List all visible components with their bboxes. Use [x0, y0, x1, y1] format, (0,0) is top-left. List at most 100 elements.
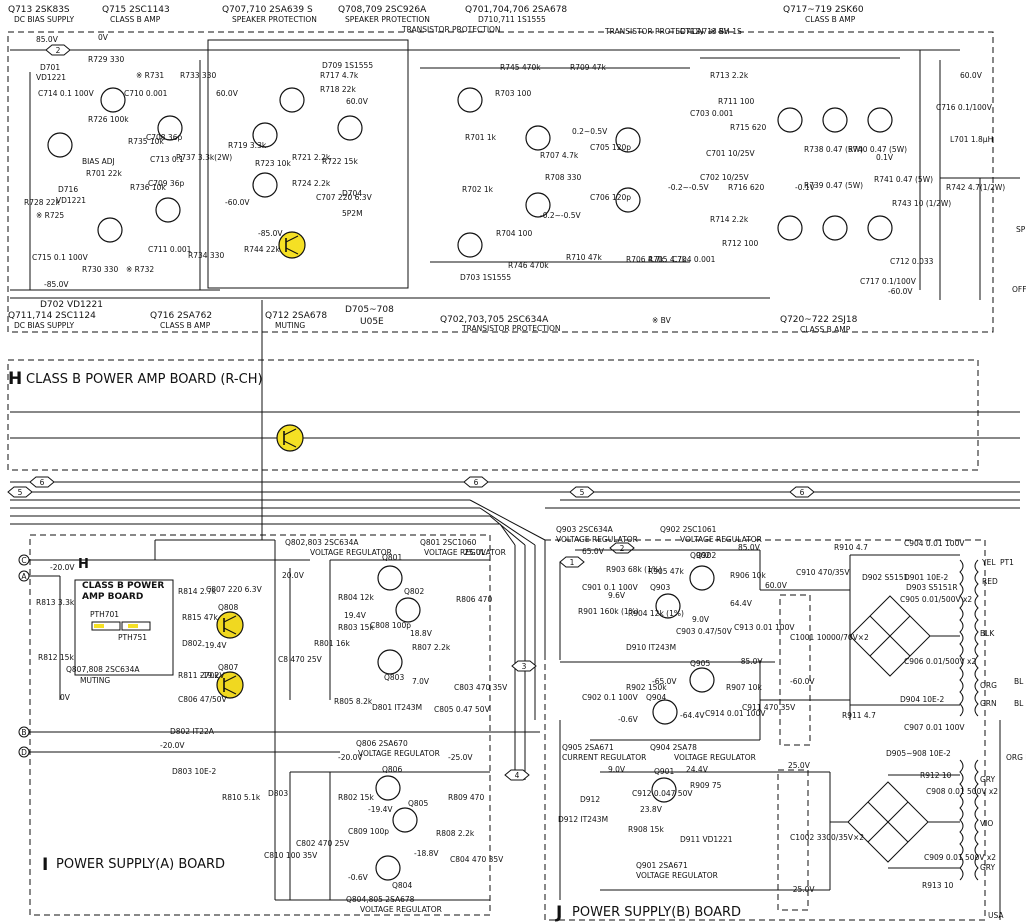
header-dc-bias: DC BIAS SUPPLY	[14, 15, 75, 24]
label-v06n: -0.6V	[348, 873, 369, 882]
label-q801: Q801	[382, 553, 402, 562]
label-off: OFF	[1012, 285, 1026, 294]
svg-text:5: 5	[580, 488, 585, 497]
label-c702: C702 10/25V	[700, 173, 750, 182]
label-q806h: Q806 2SA670	[356, 739, 408, 748]
label-vreg7: VOLTAGE REGULATOR	[674, 753, 756, 762]
label-c906: C906 0.01/500V x2	[904, 657, 976, 666]
label-v194n: -19.4V	[368, 805, 393, 814]
label-c706: C706 120p	[590, 193, 631, 202]
transistor-q706	[525, 192, 551, 218]
label-v0p1: 0.1V	[876, 153, 894, 162]
transistors-power-b	[651, 565, 715, 803]
label-vreg5: VOLTAGE REGULATOR	[556, 535, 638, 544]
label-c902: C902 0.1 100V	[582, 693, 639, 702]
label-v85: 85.0V	[36, 35, 59, 44]
label-c710: C710 0.001	[124, 89, 168, 98]
label-r722: R722 15k	[322, 157, 358, 166]
label-v644n: -64.4V	[680, 711, 705, 720]
board-h-frame	[7, 359, 979, 471]
label-v194b: 19.4V	[344, 611, 367, 620]
label-r907: R907 10k	[726, 683, 762, 692]
label-r725: ※ R725	[36, 211, 64, 220]
label-r743: R743 10 (1/2W)	[892, 199, 951, 208]
label-d904: D904 10E-2	[900, 695, 944, 704]
label-r809: R809 470	[448, 793, 484, 802]
terminal-b: B	[18, 726, 30, 738]
label-vio: VIO	[980, 819, 993, 828]
label-v250: 25.0V	[464, 548, 487, 557]
header-trans-prot: D710,711 1S1555	[478, 15, 546, 24]
label-r742: R742 4.7(1/2W)	[946, 183, 1005, 192]
label-c804: C804 470 35V	[450, 855, 504, 864]
label-r721: R721 2.2k	[292, 153, 331, 162]
transistor-q803	[377, 649, 403, 675]
label-vreg8: VOLTAGE REGULATOR	[636, 871, 718, 880]
header-q701: Q701,704,706 2SA678	[465, 5, 567, 15]
label-c717: C717 0.1/100V	[860, 277, 917, 286]
transistor-q705	[525, 125, 551, 151]
power-b-wiring	[559, 549, 960, 900]
svg-text:TRANSISTOR PROTECTION: TRANSISTOR PROTECTION	[461, 324, 561, 333]
label-r741: R741 0.47 (5W)	[874, 175, 933, 184]
transistor-q716	[155, 197, 181, 223]
header-q713: Q713 2SK83S	[8, 5, 70, 15]
label-gry: GRY	[980, 775, 996, 784]
label-q904: Q904	[646, 693, 666, 702]
svg-text:CLASS B POWER AMP BOARD (R-CH): CLASS B POWER AMP BOARD (R-CH)	[26, 372, 263, 387]
label-usa: USA	[988, 911, 1004, 920]
label-r738: R738 0.47 (5W)	[804, 145, 863, 154]
label-r713: R713 2.2k	[710, 71, 749, 80]
label-r908: R908 15k	[628, 825, 664, 834]
top-rails	[10, 49, 1020, 300]
label-c705: C705 120p	[590, 143, 631, 152]
label-c707: C707 220 6.3V	[316, 193, 373, 202]
label-c714: C714 0.1 100V	[38, 89, 95, 98]
label-r734: R734 330	[188, 251, 224, 260]
transistor-q903	[655, 593, 681, 619]
label-vm02: -0.2~-0.5V	[540, 211, 582, 220]
label-r724: R724 2.2k	[292, 179, 331, 188]
terminal-a: A	[18, 570, 30, 582]
bus-tag: 3	[511, 660, 537, 672]
label-c808: C808 100p	[370, 621, 411, 630]
transistor-q719	[867, 107, 893, 133]
label-r811: R811 270k	[178, 671, 219, 680]
label-r911: R911 4.7	[842, 711, 876, 720]
label-vm01: -0.1V	[795, 183, 816, 192]
transistor-q710	[252, 172, 278, 198]
svg-text:H: H	[78, 557, 89, 572]
svg-text:POWER SUPPLY(B) BOARD: POWER SUPPLY(B) BOARD	[572, 905, 741, 920]
label-orgred: ORG RED	[1006, 753, 1026, 762]
label-r901: R901 160k (1%)	[578, 607, 639, 616]
label-v850: 85.0V	[738, 543, 761, 552]
label-r731: ※ R731	[136, 71, 164, 80]
label-vd1221a: VD1221	[36, 73, 66, 82]
label-v60c: 60.0V	[960, 71, 983, 80]
label-r808: R808 2.2k	[436, 829, 475, 838]
header-q708: Q708,709 2SC926A	[338, 5, 427, 15]
label-r744: R744 22k	[244, 245, 280, 254]
label-q902lbl: Q902	[696, 551, 716, 560]
label-r728: R728 22k	[24, 198, 60, 207]
board-i-frame	[29, 534, 491, 916]
svg-text:6: 6	[40, 478, 45, 487]
label-v06nb: -0.6V	[618, 715, 639, 724]
label-r723: R723 10k	[255, 159, 291, 168]
label-r746: R746 470k	[508, 261, 549, 270]
label-gry2: GRY	[980, 863, 996, 872]
label-l701: L701 1.8μH	[950, 135, 993, 144]
label-c908: C908 0.01 500V x2	[926, 787, 998, 796]
label-r730: R730 330	[82, 265, 118, 274]
label-biasadj: BIAS ADJ	[82, 157, 115, 166]
label-v600: 60.0V	[765, 581, 788, 590]
header-d712: TRANSISTOR PROTECTION	[604, 27, 704, 36]
label-c809: C809 100p	[348, 827, 389, 836]
svg-text:MUTING: MUTING	[275, 321, 305, 330]
label-r708: R708 330	[545, 173, 581, 182]
label-v60: 60.0V	[216, 89, 239, 98]
highlighted-q712	[278, 231, 306, 259]
label-r813: R813 3.3k	[36, 598, 75, 607]
svg-text:Q702,703,705 2SC634A: Q702,703,705 2SC634A	[440, 315, 549, 325]
